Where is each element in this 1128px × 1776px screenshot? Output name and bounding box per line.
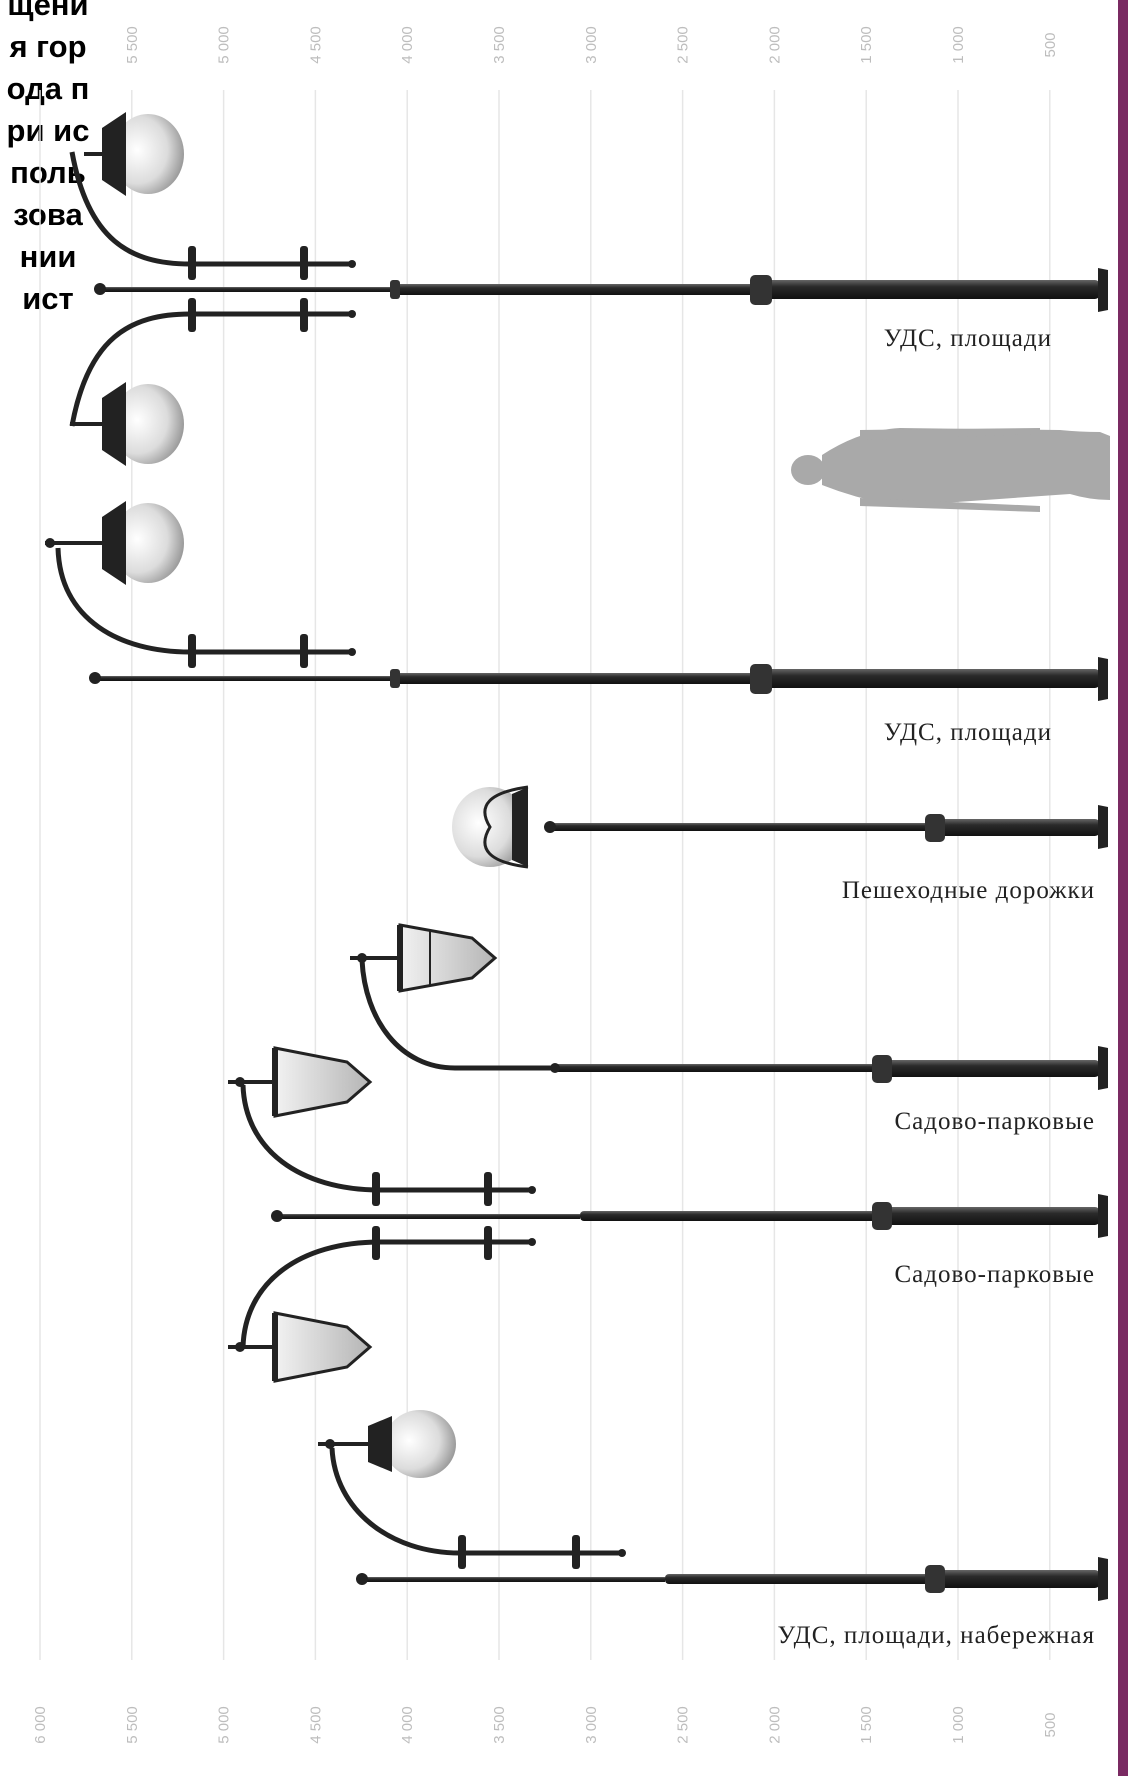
height-gridlines <box>39 90 1051 1660</box>
lamp-2 <box>45 501 1108 701</box>
scale-top-label: 1 500 <box>858 26 875 64</box>
scale-top-label: 2 500 <box>675 26 692 64</box>
lamp-6 <box>318 1410 1108 1601</box>
scale-top-label: 500 <box>1042 32 1059 57</box>
scale-top-label: 2 000 <box>766 26 783 64</box>
scale-bottom-label: 5 000 <box>216 1706 233 1744</box>
caption-lamp-3: Пешеходные дорожки <box>842 877 1095 904</box>
scale-top-label: 1 000 <box>950 26 967 64</box>
scale-bottom-label: 4 000 <box>399 1706 416 1744</box>
scale-bottom-label: 1 000 <box>950 1706 967 1744</box>
scale-top-label: 4 000 <box>399 26 416 64</box>
scale-bottom-label: 6 000 <box>32 1706 49 1744</box>
person-silhouette <box>791 428 1110 512</box>
scale-top-label: 4 500 <box>307 26 324 64</box>
caption-lamp-1: УДС, площади <box>884 325 1052 352</box>
scale-top-label: 5 500 <box>124 26 141 64</box>
scale-bottom-label: 2 500 <box>675 1706 692 1744</box>
accent-bar <box>1118 0 1128 1776</box>
scale-bottom-label: 2 000 <box>766 1706 783 1744</box>
caption-lamp-4: Садово-парковые <box>895 1108 1096 1135</box>
lamp-5 <box>228 1046 1108 1383</box>
caption-lamp-2: УДС, площади <box>884 719 1052 746</box>
scale-bottom-label: 500 <box>1042 1712 1059 1737</box>
lamp-1 <box>69 112 1108 466</box>
scale-bottom: 6 000 5 500 5 000 4 500 4 000 3 500 3 000 2 500… <box>32 1706 1059 1744</box>
scale-top: 5 500 5 000 4 500 4 000 3 500 3 000 2 500 2 000… <box>124 26 1059 64</box>
scale-top-label: 3 000 <box>583 26 600 64</box>
caption-lamp-5: Садово-парковые <box>895 1261 1096 1288</box>
scale-top-label: 3 500 <box>491 26 508 64</box>
lamp-3 <box>452 785 1108 869</box>
scale-bottom-label: 5 500 <box>124 1706 141 1744</box>
lamp-4 <box>350 923 1108 1090</box>
scale-bottom-label: 3 000 <box>583 1706 600 1744</box>
caption-lamp-6: УДС, площади, набережная <box>777 1622 1095 1649</box>
scale-top-label: 5 000 <box>216 26 233 64</box>
scale-bottom-label: 1 500 <box>858 1706 875 1744</box>
scale-bottom-label: 4 500 <box>307 1706 324 1744</box>
scale-bottom-label: 3 500 <box>491 1706 508 1744</box>
